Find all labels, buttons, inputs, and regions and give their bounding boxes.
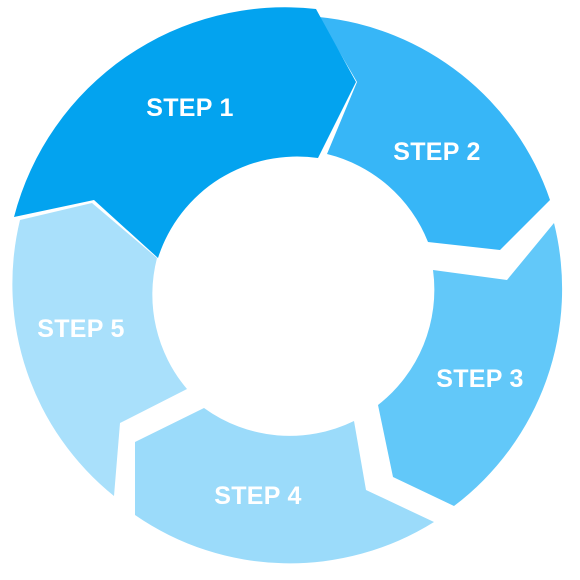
step-3-segment	[378, 223, 563, 506]
step-3-label: STEP 3	[436, 365, 524, 393]
step-4-label: STEP 4	[214, 482, 302, 510]
step-2-label: STEP 2	[393, 138, 481, 166]
step-1-label: STEP 1	[146, 94, 234, 122]
step-5-label: STEP 5	[37, 315, 125, 343]
step-2-segment	[319, 17, 550, 250]
step-1-segment	[14, 7, 356, 259]
step-4-segment	[135, 408, 434, 564]
step-5-segment	[12, 203, 187, 496]
